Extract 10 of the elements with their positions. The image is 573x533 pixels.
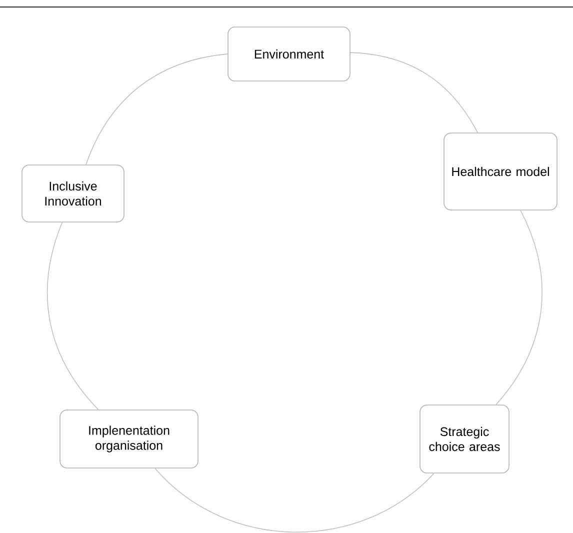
label-box: Environment bbox=[228, 26, 350, 82]
circle-arc bbox=[496, 210, 542, 405]
label-box: Implenentation organisation bbox=[60, 410, 198, 468]
label-box: Inclusive Innovation bbox=[22, 164, 124, 222]
circle-arc bbox=[350, 52, 478, 133]
circle-arc bbox=[154, 468, 434, 533]
label-box: Healthcare model bbox=[444, 132, 558, 210]
label-box: Strategic choice areas bbox=[420, 404, 510, 474]
circle-arc bbox=[86, 54, 228, 165]
circle-arc bbox=[46, 222, 99, 410]
